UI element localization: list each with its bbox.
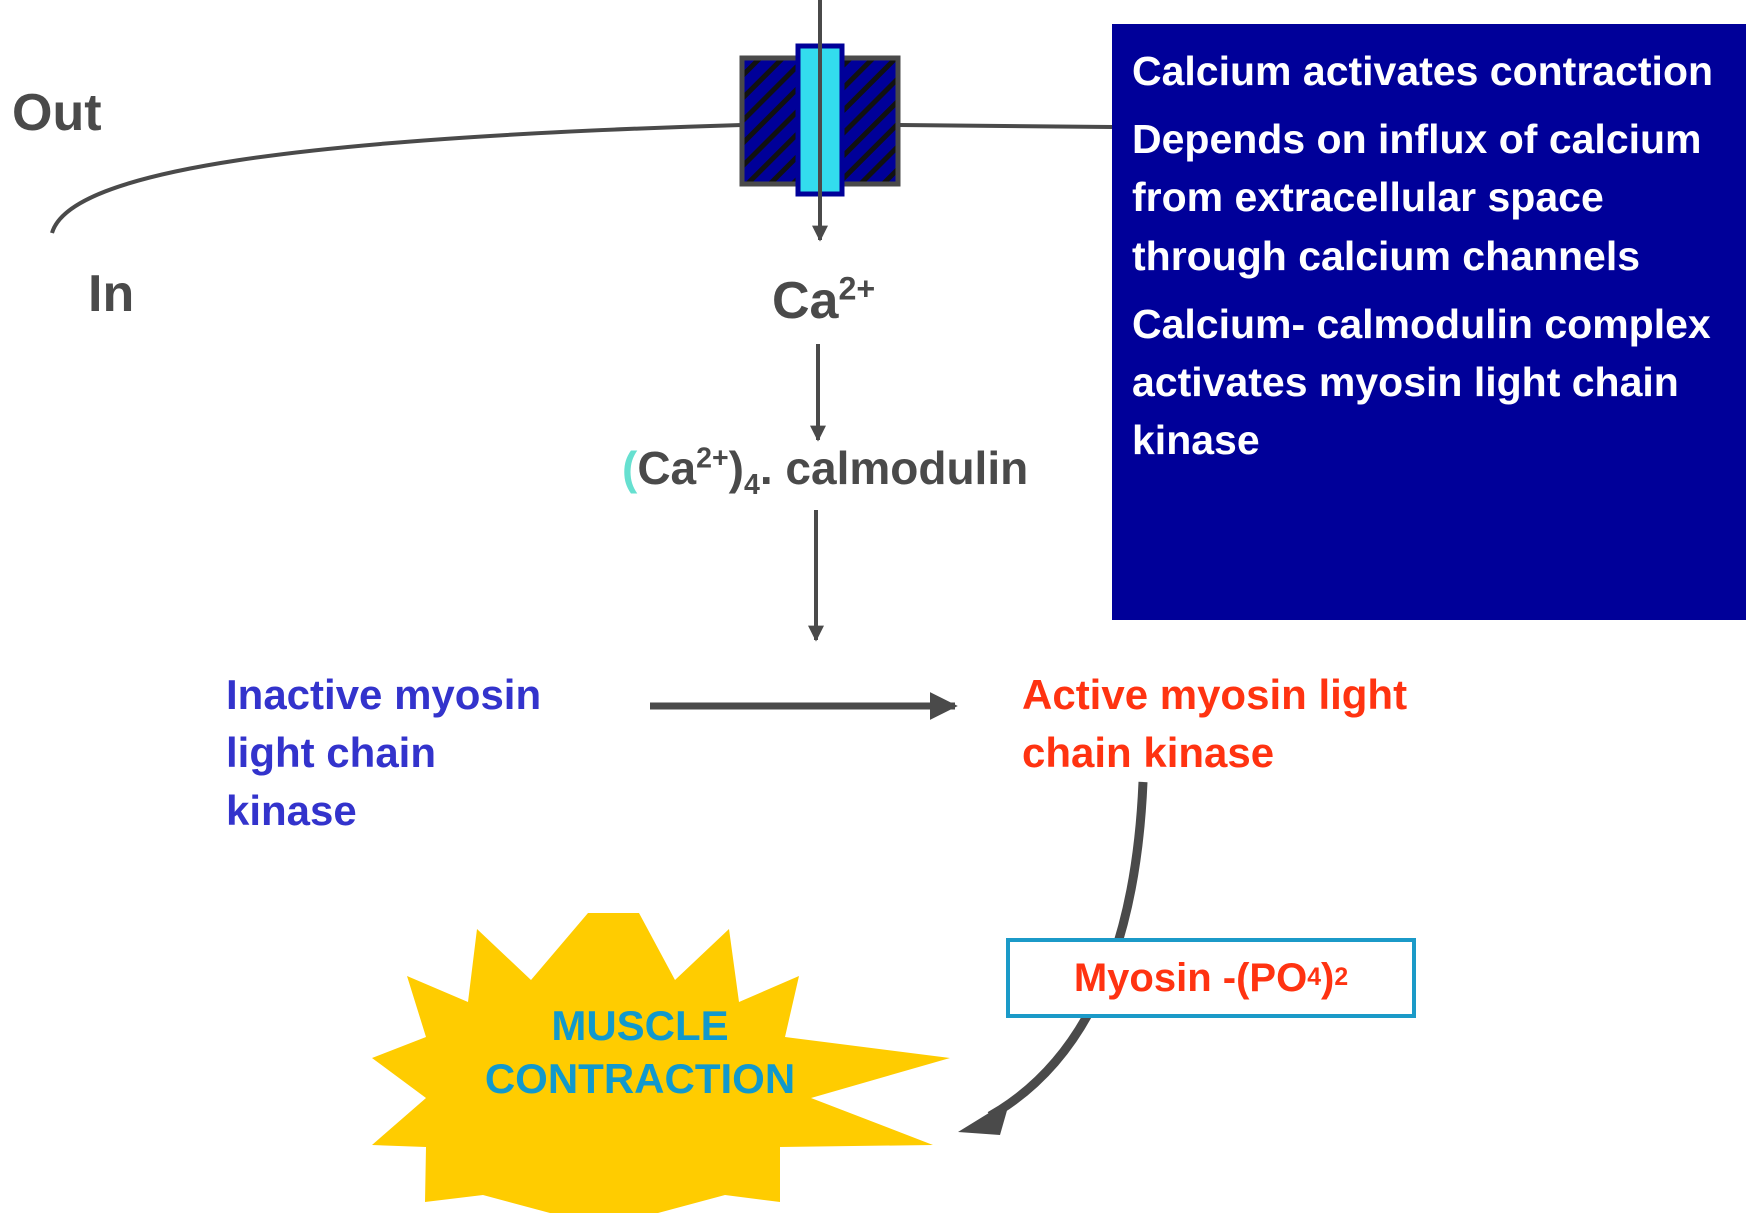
complex-calcium: Ca <box>637 442 697 494</box>
calcium-symbol: Ca <box>772 272 839 330</box>
inside-label: In <box>88 265 135 323</box>
complex-close-paren: ) <box>728 442 744 494</box>
myosin-label-main: Myosin -(PO <box>1073 955 1308 1000</box>
calcium-charge: 2+ <box>838 270 876 307</box>
complex-charge: 2+ <box>696 442 729 475</box>
complex-calmodulin: . calmodulin <box>759 442 1029 494</box>
muscle-contraction-starburst <box>372 913 950 1213</box>
calcium-ion-label: Ca2+ <box>772 272 875 332</box>
complex-stoichiometry: 4 <box>743 469 760 502</box>
cell-membrane <box>50 123 1113 234</box>
active-kinase-label: Active myosin light chain kinase <box>1022 671 1408 776</box>
phosphorylation-arrowhead <box>958 1100 1010 1135</box>
outside-label: Out <box>12 84 102 142</box>
info-point-2: Depends on influx of calcium from extrac… <box>1132 116 1702 279</box>
muscle-contraction-label: MUSCLE CONTRACTION <box>484 1002 796 1102</box>
inactive-kinase-label: Inactive myosin light chain kinase <box>226 671 542 834</box>
calcium-calmodulin-label: (Ca2+)4. calmodulin <box>622 442 1029 499</box>
info-point-3: Calcium- calmodulin complex activates my… <box>1132 300 1711 464</box>
myosin-label-close: ) <box>1321 955 1335 1000</box>
info-point-1: Calcium activates contraction <box>1132 48 1714 94</box>
complex-open-paren: ( <box>622 442 638 494</box>
info-box: Calcium activates contraction Depends on… <box>1112 24 1746 620</box>
